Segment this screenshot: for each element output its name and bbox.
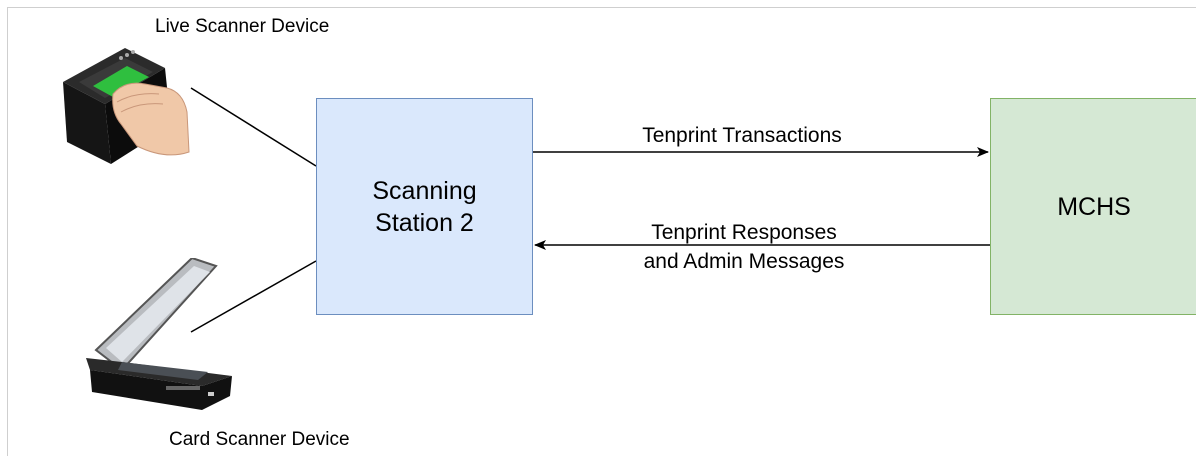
- transactions-label: Tenprint Transactions: [642, 124, 842, 147]
- diagram-frame: [7, 7, 1196, 456]
- card-scanner-label: Card Scanner Device: [169, 429, 350, 450]
- live-scanner-label: Live Scanner Device: [155, 16, 330, 37]
- mchs-label: MCHS: [1057, 192, 1131, 221]
- responses-label-line2: and Admin Messages: [643, 250, 845, 273]
- responses-label-line1: Tenprint Responses: [651, 221, 837, 244]
- station-label-line2: Station 2: [375, 208, 474, 237]
- card-scanner-image: [86, 258, 232, 410]
- mchs-node: MCHS: [990, 98, 1196, 315]
- scanning-station-node: Scanning Station 2: [316, 98, 533, 315]
- live-scanner-connector: [190, 87, 317, 167]
- live-scanner-image: [63, 48, 190, 164]
- station-label-line1: Scanning: [372, 176, 477, 205]
- card-scanner-connector: [190, 260, 317, 333]
